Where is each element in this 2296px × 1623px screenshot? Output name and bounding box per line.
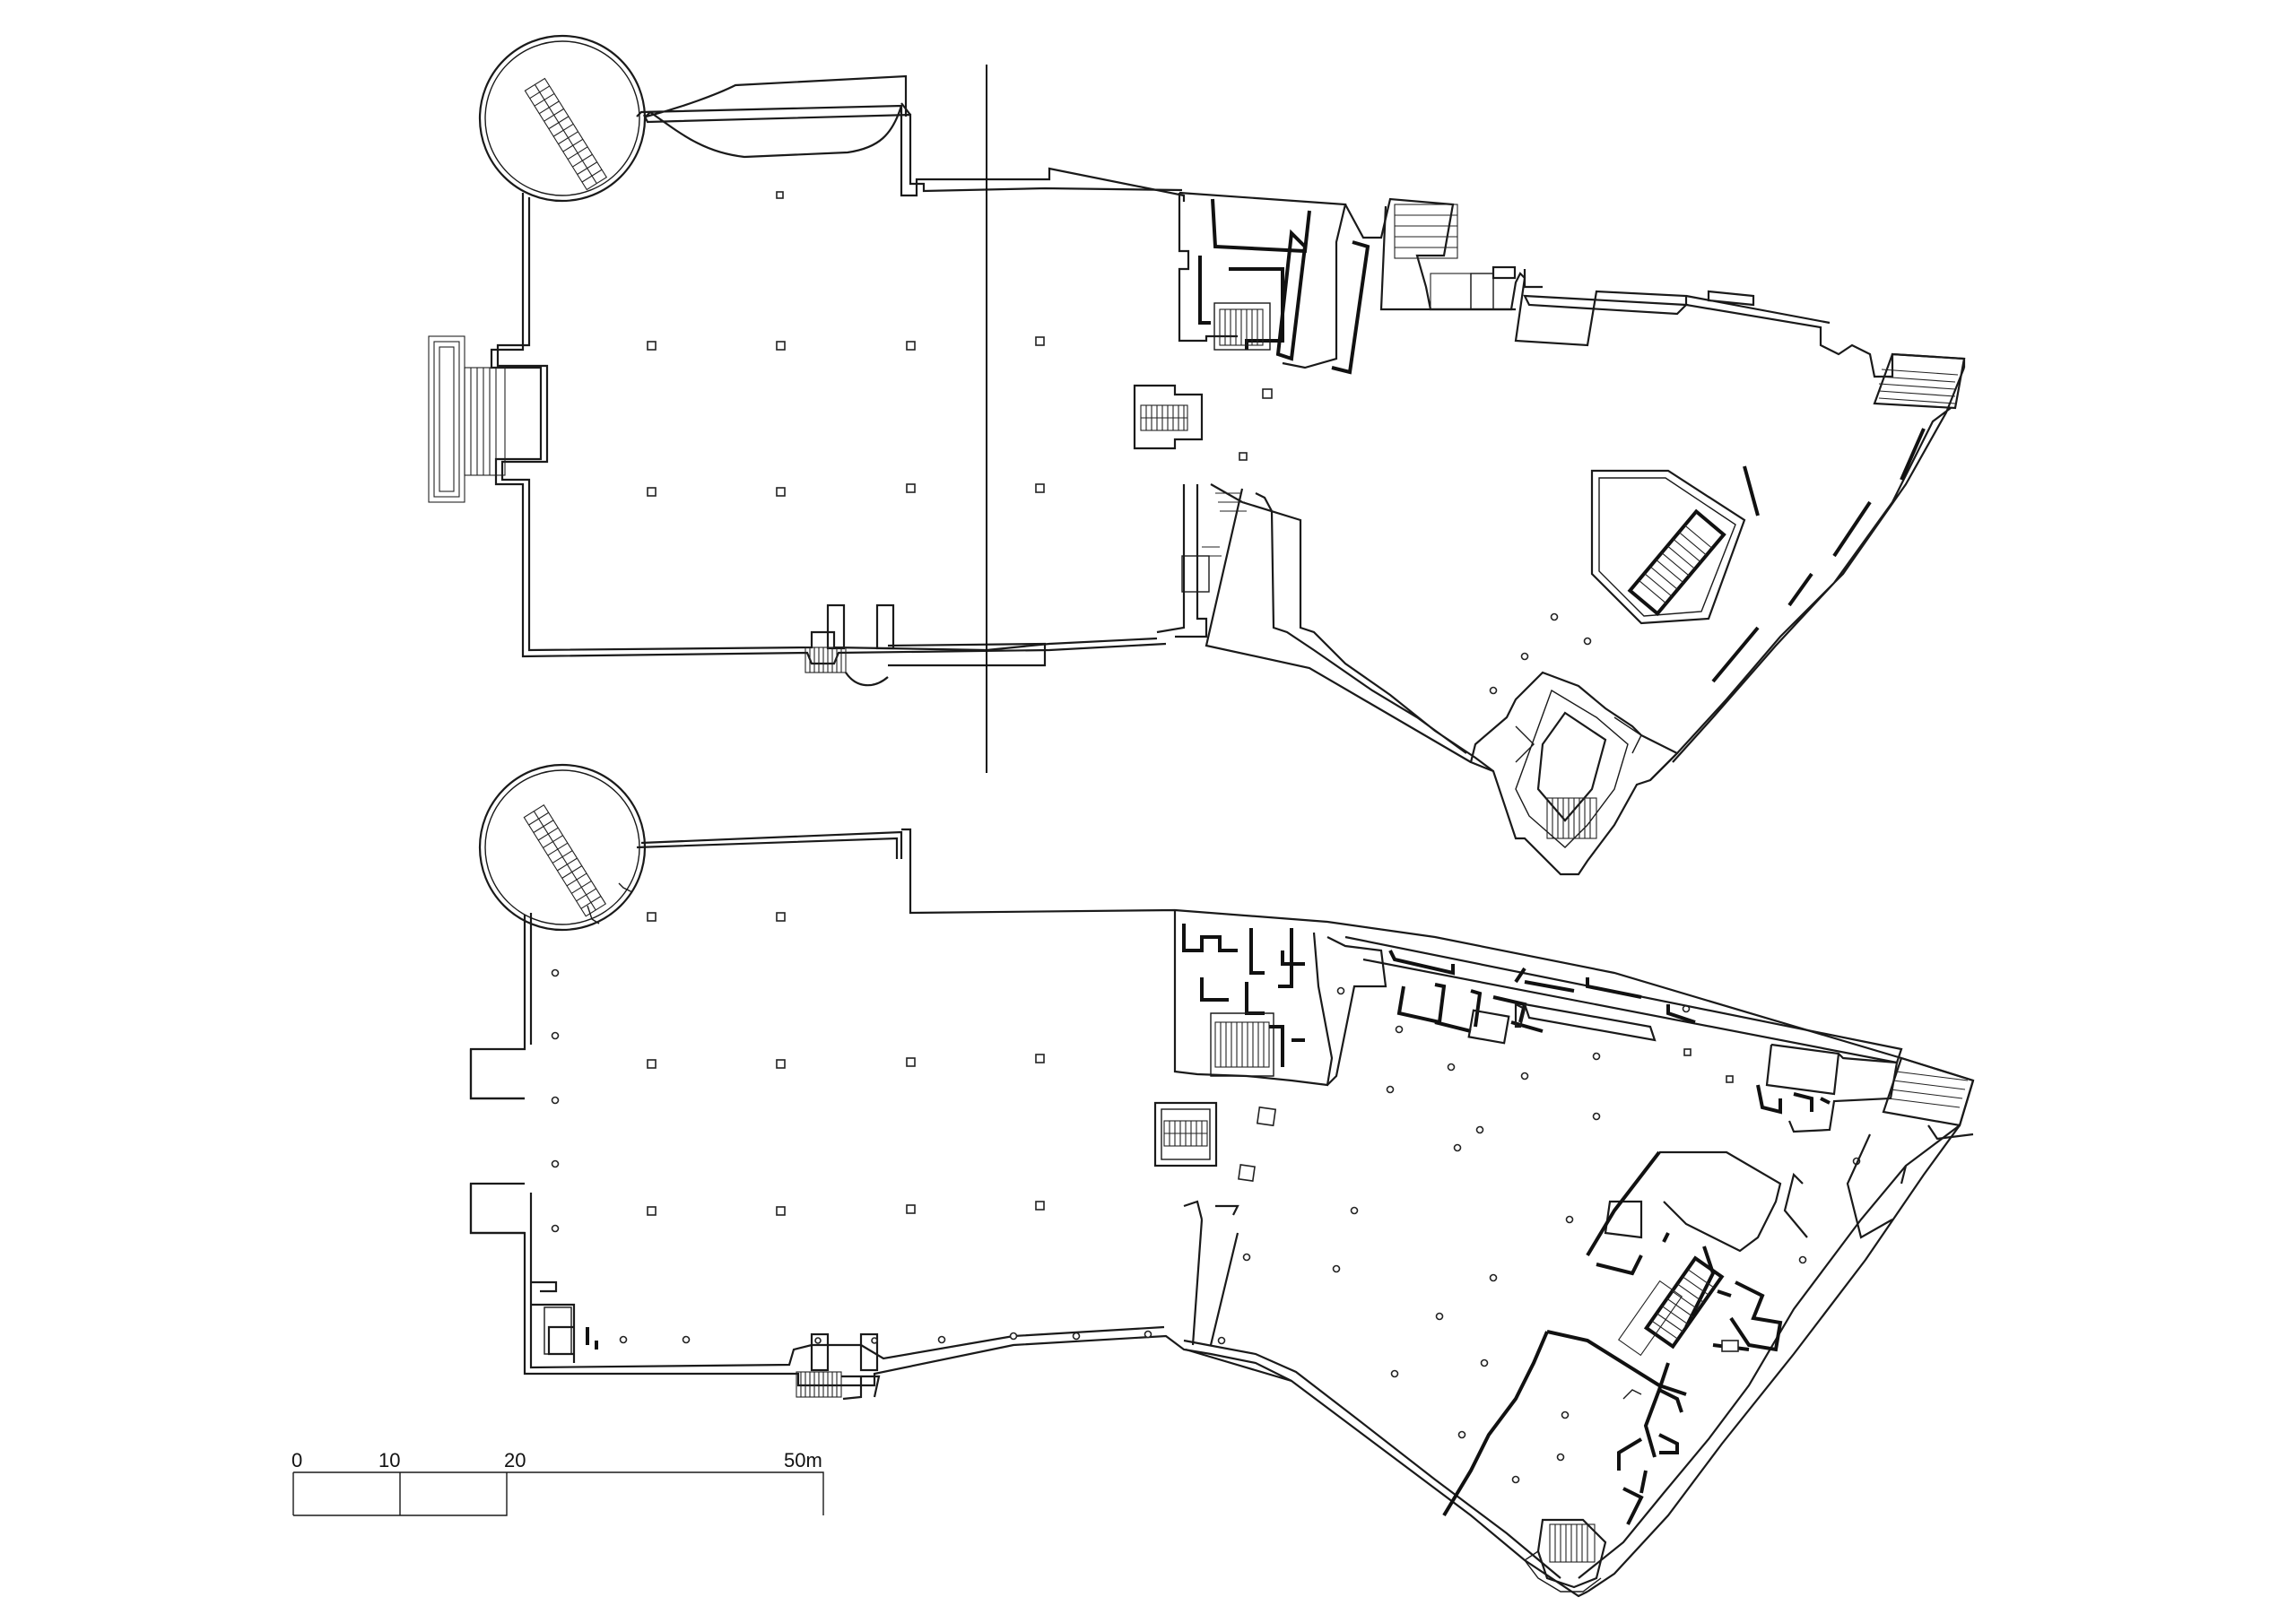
scale-bar-outline — [292, 1471, 824, 1516]
upper-east-stair — [1873, 352, 1966, 410]
lower-floor-plan — [469, 763, 1975, 1598]
upper-southeast-tower — [1469, 671, 1679, 876]
lower-columns — [647, 912, 1277, 1216]
upper-east-diagonal-wall — [1649, 367, 1966, 781]
upper-core-stair — [1213, 302, 1271, 351]
lower-south-left-wall — [1183, 1200, 1239, 1220]
upper-columns — [647, 191, 1045, 497]
upper-left-hall-west-wall — [490, 193, 1167, 665]
upper-southeast-diagonal-wall — [1205, 483, 1494, 772]
lower-west-annex — [469, 1049, 525, 1235]
upper-east-window-mullions — [1711, 428, 1926, 683]
upper-core-walls — [1198, 198, 1311, 350]
lower-round-columns — [551, 968, 1861, 1484]
lower-east-rooms-diagonal — [1783, 1133, 1908, 1239]
upper-northeast-wing — [1344, 197, 1966, 378]
scale-label-20: 20 — [504, 1449, 526, 1471]
upper-north-curved-bay — [645, 105, 903, 159]
upper-diagonal-shaft — [1275, 229, 1370, 375]
lower-rotunda — [478, 763, 647, 932]
upper-east-columns — [1489, 612, 1592, 695]
lower-east-diagonal-wall — [1578, 1080, 1975, 1593]
upper-northeast-wing-inner — [1379, 205, 1831, 325]
lower-southeast-rooms — [1442, 1330, 1687, 1525]
scale-bar: 0 10 20 50m — [291, 1449, 824, 1516]
lower-south-entrance — [796, 1332, 881, 1401]
lower-south-diagonal-wall — [1183, 1219, 1588, 1598]
scale-label-10: 10 — [378, 1449, 400, 1471]
upper-south-stair-landing — [1181, 492, 1247, 593]
lower-rotunda-threshold — [587, 882, 633, 924]
lower-rotunda-stair — [523, 804, 607, 917]
lower-northeast-rooms — [1344, 935, 1903, 1133]
upper-north-wall — [643, 102, 1183, 193]
upper-south-entrance — [804, 603, 1047, 687]
scale-label-50m: 50m — [784, 1449, 822, 1471]
upper-north-stairs — [1394, 204, 1517, 310]
upper-left-hall-outline — [496, 74, 1186, 652]
upper-rotunda-inner — [484, 40, 640, 196]
upper-rotunda-stair — [524, 77, 608, 191]
upper-floor-plan — [428, 34, 1966, 876]
lower-southeast-tower — [1523, 1518, 1607, 1593]
lower-west-service — [531, 1280, 598, 1363]
upper-rotunda — [478, 34, 647, 203]
lower-rotunda-inner — [484, 769, 640, 925]
upper-east-escalator-island — [1590, 465, 1760, 625]
upper-east-wing-outline — [1156, 191, 1347, 638]
lower-north-core — [1173, 910, 1387, 1087]
lower-central-escalator — [1153, 1101, 1218, 1167]
upper-central-escalator — [1133, 384, 1273, 461]
scale-label-0: 0 — [291, 1449, 302, 1471]
upper-west-steps — [428, 335, 506, 503]
lower-east-escalator — [1586, 1150, 1783, 1357]
